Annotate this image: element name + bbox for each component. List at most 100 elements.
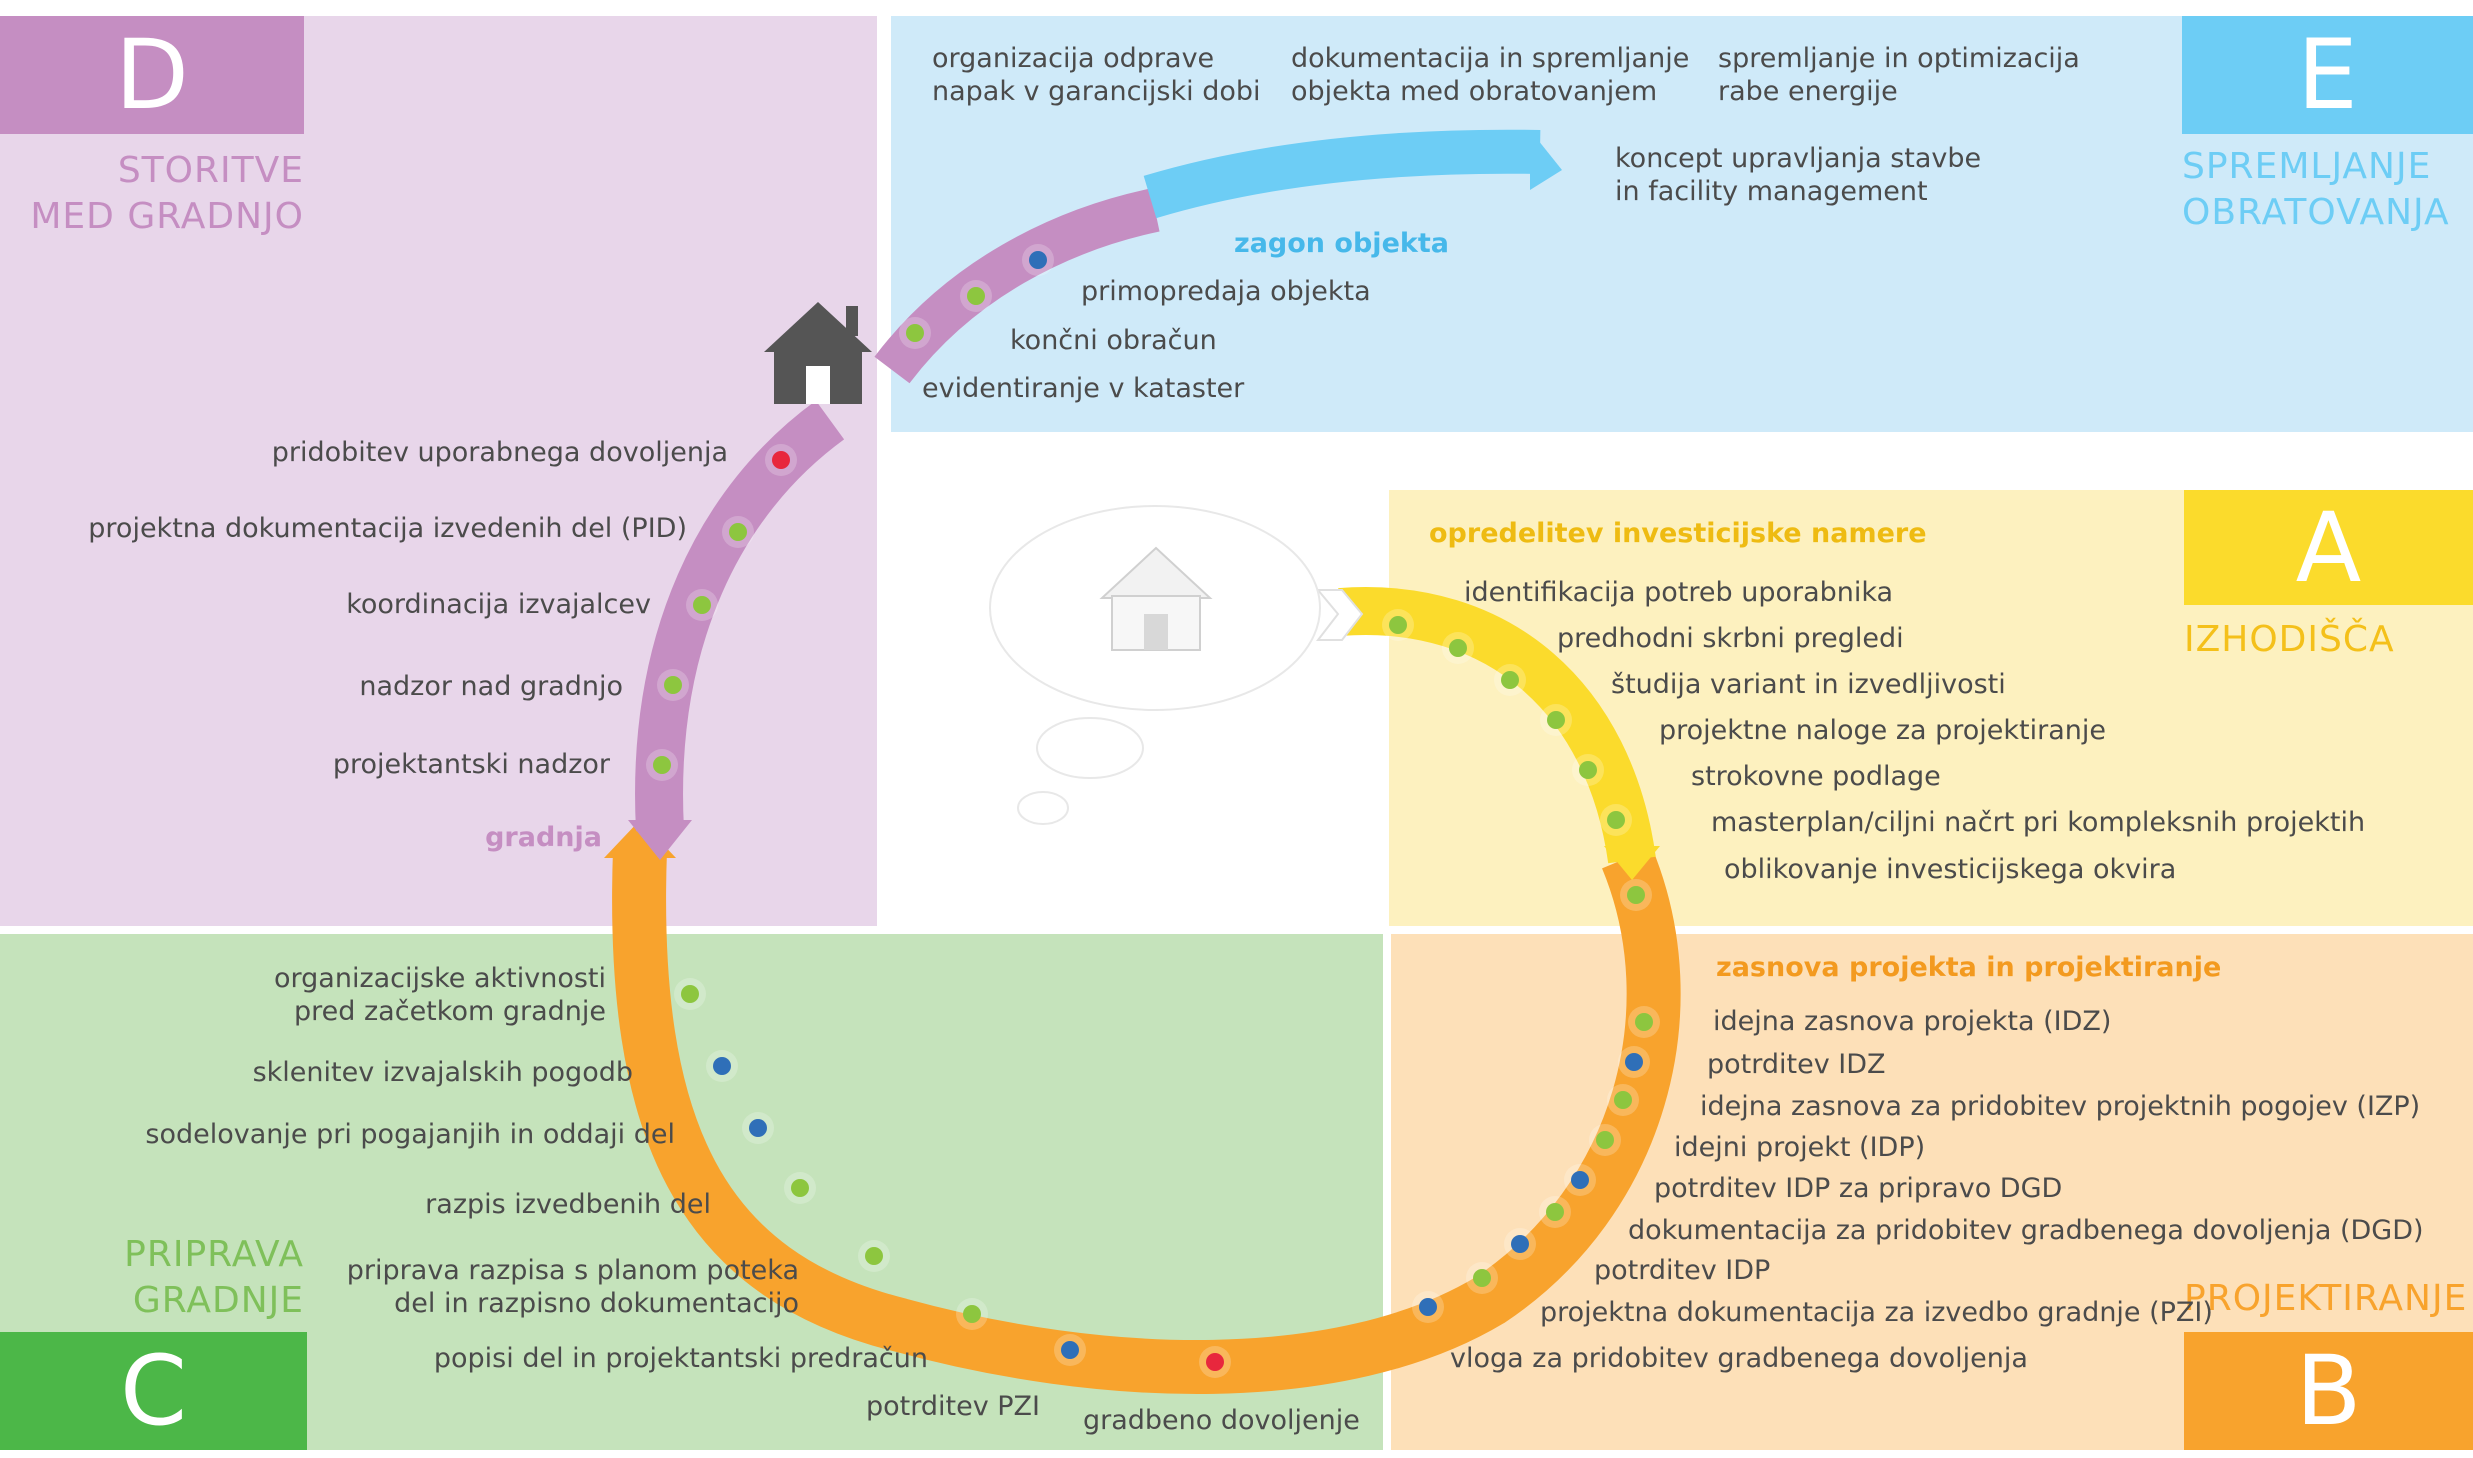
milestone-dot [1635, 1013, 1653, 1031]
panel-a-category-line-1: IZHODIŠČA [2184, 619, 2395, 660]
d-item-uporabno-dovoljenje: pridobitev uporabnega dovoljenja [271, 437, 728, 468]
e-side-item-line-2: in facility management [1615, 176, 1928, 207]
milestone-dot [791, 1179, 809, 1197]
d-item-projektantski-nadzor: projektantski nadzor [332, 749, 610, 780]
panel-b-letter: B [2184, 1332, 2473, 1450]
a-item-2: predhodni skrbni pregledi [1557, 623, 1904, 654]
milestone-dot [681, 985, 699, 1003]
panel-d-category: STORITVE MED GRADNJO [0, 148, 304, 240]
milestone-dot [1419, 1298, 1437, 1316]
milestone-dot [963, 1305, 981, 1323]
panel-e-category-line-2: OBRATOVANJA [2182, 192, 2450, 233]
e-top-item-3: spremljanje in optimizacija rabe energij… [1718, 42, 2080, 108]
b-item-7: potrditev IDP [1594, 1255, 1771, 1286]
b-item-4: idejni projekt (IDP) [1674, 1132, 1926, 1163]
b-item-9: vloga za pridobitev gradbenega dovoljenj… [1450, 1343, 2028, 1374]
panel-c-category-line-1: PRIPRAVA [124, 1234, 304, 1275]
a-item-7: oblikovanje investicijskega okvira [1724, 854, 2177, 885]
c-item-priprava-razpisa: priprava razpisa s planom poteka del in … [347, 1254, 799, 1320]
milestone-dot [1449, 639, 1467, 657]
c-item-organizacijske-line-2: pred začetkom gradnje [294, 996, 606, 1027]
milestone-dot [1511, 1235, 1529, 1253]
milestone-dot [1607, 811, 1625, 829]
arc-blue [1143, 129, 1541, 219]
panel-c-category-line-2: GRADNJE [132, 1280, 304, 1321]
c-item-pogodbe: sklenitev izvajalskih pogodb [252, 1057, 633, 1088]
e-top-item-2: dokumentacija in spremljanje objekta med… [1291, 42, 1689, 108]
milestone-dot [1061, 1341, 1079, 1359]
milestone-dot [1614, 1091, 1632, 1109]
arc-orange [612, 847, 1681, 1395]
milestone-dot [1473, 1269, 1491, 1287]
start-chevron [1315, 589, 1364, 641]
panel-e-category: SPREMLJANJE OBRATOVANJA [2182, 144, 2450, 236]
panel-a-letter: A [2184, 490, 2473, 605]
c-item-razpis: razpis izvedbenih del [425, 1189, 711, 1220]
panel-e-letter: E [2182, 16, 2473, 134]
panel-d-letter: D [0, 16, 304, 134]
e-item-primopredaja: primopredaja objekta [1081, 276, 1371, 307]
e-top-item-1: organizacija odprave napak v garancijski… [932, 42, 1261, 108]
e-side-item: koncept upravljanja stavbe in facility m… [1615, 142, 1981, 208]
arc-yellow [1338, 587, 1656, 864]
thought-bubble-icon [989, 505, 1321, 825]
panel-e-category-line-1: SPREMLJANJE [2182, 146, 2432, 187]
milestone-dot [1501, 671, 1519, 689]
milestone-dot [1627, 886, 1645, 904]
e-side-item-line-1: koncept upravljanja stavbe [1615, 143, 1982, 174]
milestone-dot [1547, 711, 1565, 729]
c-item-priprava-razpisa-line-2: del in razpisno dokumentacijo [394, 1288, 799, 1319]
b-item-5: potrditev IDP za pripravo DGD [1654, 1173, 2063, 1204]
a-item-5: strokovne podlage [1691, 761, 1941, 792]
milestone-dots [646, 244, 1660, 1378]
c-item-priprava-razpisa-line-1: priprava razpisa s planom poteka [346, 1255, 799, 1286]
a-heading: opredelitev investicijske namere [1429, 518, 1927, 549]
milestone-dot [967, 287, 985, 305]
e-top-item-3-line-1: spremljanje in optimizacija [1718, 43, 2080, 74]
milestone-dot [906, 324, 924, 342]
c-item-pogajanja: sodelovanje pri pogajanjih in oddaji del [145, 1119, 675, 1150]
a-item-3: študija variant in izvedljivosti [1611, 669, 2006, 700]
milestone-dot [1571, 1171, 1589, 1189]
milestone-dot [664, 676, 682, 694]
panel-d-category-line-1: STORITVE [117, 150, 304, 191]
milestone-dot [1029, 251, 1047, 269]
panel-d-background [0, 16, 877, 926]
milestone-dot [1579, 761, 1597, 779]
a-item-1: identifikacija potreb uporabnika [1464, 577, 1894, 608]
milestone-dot [1625, 1053, 1643, 1071]
b-item-3: idejna zasnova za pridobitev projektnih … [1700, 1091, 2421, 1122]
e-top-item-2-line-2: objekta med obratovanjem [1291, 76, 1658, 107]
e-top-item-3-line-2: rabe energije [1718, 76, 1898, 107]
d-item-koordinacija: koordinacija izvajalcev [346, 589, 651, 620]
c-item-organizacijske: organizacijske aktivnosti pred začetkom … [274, 962, 606, 1028]
milestone-dot [749, 1119, 767, 1137]
arc-blue-arrowhead [1530, 130, 1562, 190]
a-item-6: masterplan/ciljni načrt pri kompleksnih … [1711, 807, 2366, 838]
milestone-dot [713, 1057, 731, 1075]
arc-yellow-arrowhead [1604, 846, 1660, 880]
milestone-dot [653, 756, 671, 774]
d-heading-gradnja: gradnja [485, 822, 602, 853]
e-item-kataster: evidentiranje v kataster [922, 373, 1245, 404]
panel-a-category: IZHODIŠČA [2184, 617, 2395, 663]
e-item-koncni-obracun: končni obračun [1010, 325, 1217, 356]
milestone-dot [1596, 1131, 1614, 1149]
a-item-4: projektne naloge za projektiranje [1659, 715, 2106, 746]
panel-c-letter: C [0, 1332, 307, 1450]
b-item-2: potrditev IDZ [1707, 1049, 1886, 1080]
milestone-dot [1389, 616, 1407, 634]
milestone-dot [772, 451, 790, 469]
milestone-dot [865, 1247, 883, 1265]
milestone-dot [693, 596, 711, 614]
panel-b-category-line-1: PROJEKTIRANJE [2184, 1278, 2468, 1319]
b-item-8: projektna dokumentacija za izvedbo gradn… [1540, 1297, 2213, 1328]
d-item-nadzor-gradnja: nadzor nad gradnjo [359, 671, 623, 702]
panel-b-category: PROJEKTIRANJE [2184, 1276, 2467, 1322]
milestone-dot [1546, 1203, 1564, 1221]
b-item-6: dokumentacija za pridobitev gradbenega d… [1628, 1215, 2424, 1246]
c-item-potrditev-pzi: potrditev PZI [865, 1391, 1040, 1422]
house-icon [764, 302, 872, 404]
milestone-dot [1206, 1353, 1224, 1371]
